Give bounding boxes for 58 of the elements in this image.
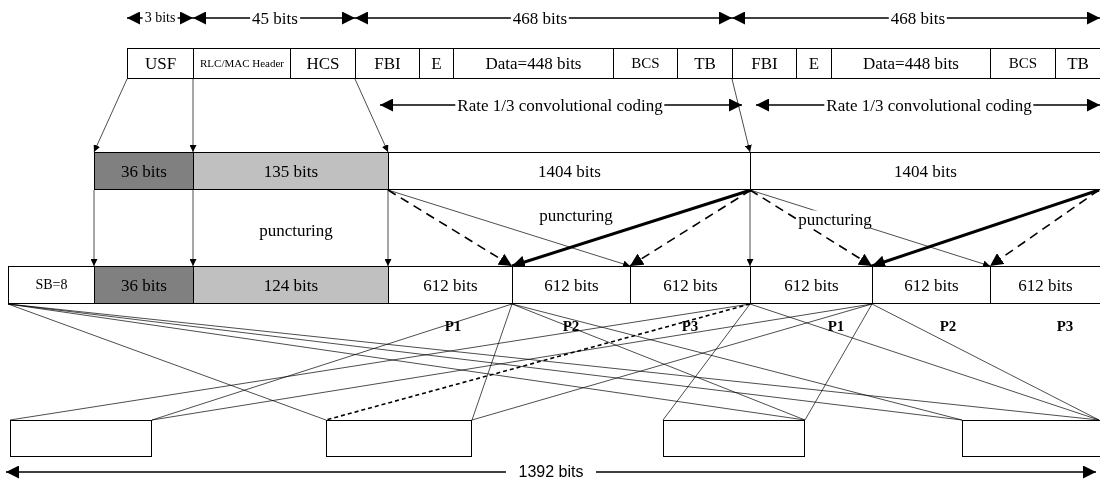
dimension-label: 468 bits [888,9,948,27]
dimension-label: 3 bits [142,11,178,25]
bit-field-box: USF [127,48,194,79]
bit-field-box: SB=8 [8,266,95,304]
bit-field-box: FBI [732,48,797,79]
burst-box [326,420,472,457]
bit-field-box: HCS [290,48,356,79]
bit-field-box: 612 bits [512,266,631,304]
interleaving-line [471,303,873,421]
part-label: P2 [561,318,581,334]
part-label: P1 [443,318,463,334]
bit-field-box: 612 bits [872,266,991,304]
part-label: P3 [680,318,700,334]
bit-field-box: 612 bits [630,266,751,304]
interleaving-line [804,303,873,421]
burst-box [663,420,805,457]
interleaving-line [511,303,806,421]
bit-field-box: RLC/MAC Header [193,48,291,79]
interleaving-line [871,303,1100,421]
bit-field-box: TB [677,48,733,79]
interleaving-line [749,303,1100,421]
bit-field-box: 612 bits [750,266,873,304]
process-label: puncturing [796,210,874,228]
bit-field-box: BCS [613,48,678,79]
dimension-label: 45 bits [250,9,300,27]
arrow [989,189,1100,267]
bit-field-box: 124 bits [193,266,389,304]
burst-box [962,420,1100,457]
bit-field-box: 135 bits [193,152,389,190]
bit-field-box: 1404 bits [750,152,1100,190]
bit-field-box: Data=448 bits [453,48,614,79]
bit-field-box: E [419,48,454,79]
bit-field-box: FBI [355,48,420,79]
arrow [749,189,873,267]
interleaving-line [471,303,513,421]
part-label: P2 [938,318,958,334]
arrow [629,189,752,267]
bit-field-box: TB [1055,48,1100,79]
bit-field-box: E [796,48,832,79]
bit-field-box: 612 bits [388,266,513,304]
bit-field-box: 1404 bits [388,152,751,190]
bit-field-box: Data=448 bits [831,48,991,79]
interleaving-line [511,303,963,421]
bit-field-box: 36 bits [94,266,194,304]
process-label: Rate 1/3 convolutional coding [455,96,665,114]
part-label: P1 [826,318,846,334]
interleaving-line [662,303,751,421]
process-label: Rate 1/3 convolutional coding [824,96,1034,114]
interleaving-line [7,303,327,421]
bit-field-box: 36 bits [94,152,194,190]
bit-field-box: 612 bits [990,266,1100,304]
arrow [387,189,513,267]
bit-field-box: BCS [990,48,1056,79]
burst-box [10,420,152,457]
dimension-label: 468 bits [510,9,570,27]
part-label: P3 [1055,318,1075,334]
dimension-label: 1392 bits [516,464,586,480]
interleaving-line [325,303,751,421]
